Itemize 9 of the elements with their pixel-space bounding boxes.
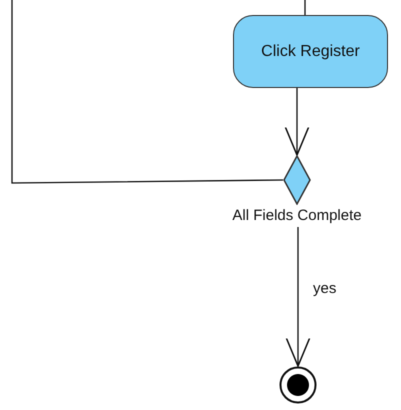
arrow	[284, 88, 310, 156]
final-node	[279, 366, 317, 404]
connector-line	[11, 0, 283, 184]
action-box	[233, 15, 388, 88]
connector-line	[304, 0, 306, 15]
action-label: Click Register	[261, 42, 360, 60]
arrow	[286, 227, 310, 367]
decision-diamond	[283, 155, 311, 205]
decision-label: All Fields Complete	[231, 207, 363, 224]
